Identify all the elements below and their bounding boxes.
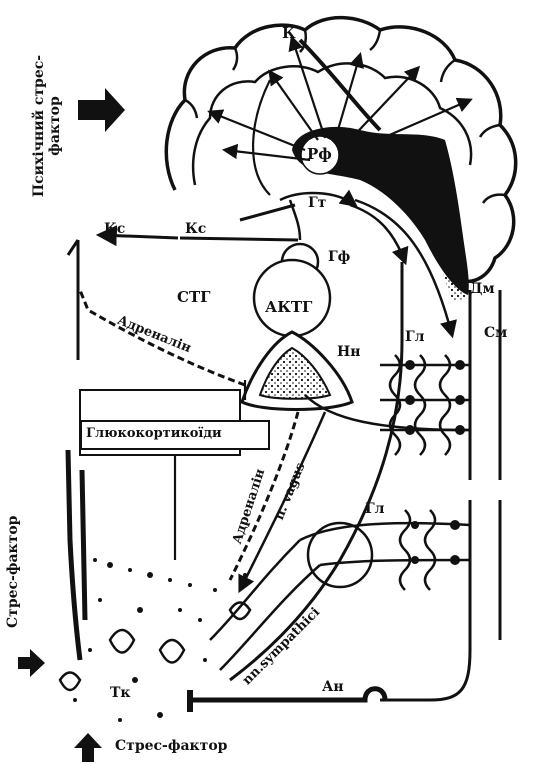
stg-label: СТГ xyxy=(177,290,210,305)
adrenal-label: Нн xyxy=(337,345,360,359)
nerve-ending-label: Ан xyxy=(322,680,344,694)
cortex-label: К xyxy=(282,26,296,41)
stress-bottom-arrow xyxy=(74,733,102,762)
left-stress-pathway xyxy=(68,450,85,660)
psychic-stress-arrow xyxy=(78,88,125,132)
spinal-cord-label: См xyxy=(484,326,507,340)
psychic-stress-label: Психічний стрес-фактор xyxy=(31,41,63,211)
tissue-label: Тк xyxy=(110,686,131,700)
hypothalamus-label: Гт xyxy=(308,196,326,210)
ganglia-lower-label: Гл xyxy=(365,502,385,516)
glucocorticoids-label: Глюкокортикоїди xyxy=(86,427,222,440)
tissue-speckles xyxy=(73,558,247,722)
tissue-cells xyxy=(60,603,250,691)
actg-label: АКТГ xyxy=(265,300,312,315)
corticosteroids-right-label: Кс xyxy=(185,222,206,236)
stress-left-label: Стрес-фактор xyxy=(6,518,20,628)
corticosteroids-left-label: Кс xyxy=(104,222,125,236)
ganglia-lower xyxy=(210,510,470,670)
medulla-label: Дм xyxy=(470,282,495,296)
nerve-ending-line xyxy=(190,689,385,700)
stress-left-arrow xyxy=(18,649,45,677)
stress-bottom-label: Стрес-фактор xyxy=(115,739,227,753)
pituitary-label: Гф xyxy=(328,250,350,264)
reticular-formation-label: Рф xyxy=(307,147,332,162)
brain-gyri xyxy=(185,30,505,203)
ganglia-upper-label: Гл xyxy=(405,330,425,344)
